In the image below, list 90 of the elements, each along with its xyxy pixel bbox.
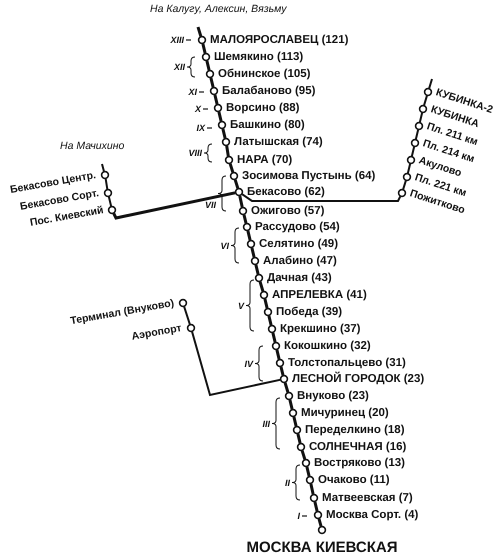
station-name: Латышская (74) (234, 136, 323, 148)
station-name: Рассудово (54) (255, 220, 340, 234)
station-name: Обнинское (105) (218, 68, 310, 80)
track-line (101, 164, 105, 172)
track-line (183, 306, 191, 324)
station-name: Башкино (80) (230, 118, 305, 132)
station-name: СОЛНЕЧНАЯ (16) (309, 440, 406, 454)
track-line (228, 163, 234, 173)
direction-label: На Калугу, Алексин, Вязьму (150, 3, 287, 15)
track-line (242, 193, 402, 202)
track-line (280, 366, 284, 376)
track-line (309, 484, 315, 494)
track-line (292, 416, 298, 426)
track-line (418, 112, 424, 122)
station-name: МОСКВА КИЕВСКАЯ (246, 539, 398, 556)
track-line (108, 196, 112, 206)
zone-numeral: XII (174, 62, 185, 72)
station-name: Переделкино (18) (305, 424, 405, 436)
zone-numeral: III (262, 418, 270, 428)
track-line (296, 434, 302, 444)
zone-numeral: VI (220, 240, 229, 250)
track-line (217, 112, 223, 122)
track-line (414, 130, 420, 140)
zone-numeral: VIII (188, 148, 202, 158)
zone-numeral: II (284, 478, 290, 488)
track-line (221, 128, 227, 138)
track-line (213, 94, 219, 104)
station-name: ЛЕСНОЙ ГОРОДОК (23) (292, 372, 424, 386)
track-line (318, 518, 322, 526)
station-name: Востряково (13) (314, 456, 406, 470)
station-name: Кокошкино (32) (284, 340, 371, 352)
track-line (258, 281, 264, 292)
track-line (205, 60, 211, 70)
zone-numeral: V (238, 300, 244, 310)
station-name: Балабаново (95) (222, 84, 316, 98)
track-line (209, 78, 215, 88)
station-name: Селятино (49) (259, 238, 338, 250)
station-name: Мичуринец (20) (301, 406, 389, 420)
track-line (275, 350, 281, 360)
zone-numeral: XI (188, 87, 197, 97)
zone-numeral: VII (204, 200, 216, 210)
track-line (428, 78, 433, 88)
track-line (191, 332, 280, 396)
zone-numeral: XIII (170, 35, 184, 45)
station-name: Алабино (47) (263, 254, 337, 268)
station-name: НАРА (70) (237, 154, 292, 166)
station-name: Победа (39) (276, 306, 342, 318)
station-name: Зосимова Пустынь (64) (242, 170, 376, 182)
track-line (423, 96, 428, 106)
track-line (300, 450, 306, 460)
station-name: Очаково (11) (318, 474, 390, 486)
zone-numeral: X (194, 104, 201, 114)
track-line (104, 178, 108, 190)
track-line (267, 316, 273, 326)
station-name: Бекасово (62) (247, 186, 325, 198)
station-name: МАЛОЯРОСЛАВЕЦ (121) (210, 34, 348, 46)
track-line (242, 214, 248, 224)
zone-numeral: IV (244, 358, 253, 368)
track-line (201, 44, 207, 54)
track-line (250, 248, 256, 258)
track-line (271, 332, 277, 342)
station-name: Внуково (23) (297, 390, 369, 402)
zone-numeral: I (297, 511, 300, 521)
station-name: Ворсино (88) (226, 102, 300, 114)
track-line (284, 382, 290, 393)
track-line (402, 180, 407, 190)
station-name: Матвеевская (7) (322, 492, 413, 504)
track-line (288, 400, 294, 410)
track-line (406, 164, 412, 174)
station-name: Толстопальцево (31) (288, 356, 406, 370)
zone-numeral: IX (196, 123, 205, 133)
station-name: Дачная (43) (267, 272, 332, 284)
station-name: Крекшино (37) (280, 322, 360, 336)
track-line (410, 146, 416, 156)
track-line (225, 146, 230, 156)
track-line (234, 179, 240, 189)
station-name: Аэропорт (131, 322, 184, 344)
track-line (254, 264, 260, 274)
station-name: Москва Сорт. (4) (326, 508, 418, 522)
track-line (112, 191, 236, 220)
track-line (305, 466, 311, 476)
station-name: Шемякино (113) (214, 50, 304, 64)
station-name: АПРЕЛЕВКА (41) (272, 288, 367, 302)
track-line (246, 230, 252, 240)
direction-label: На Мачихино (60, 140, 124, 152)
track-line (313, 502, 319, 512)
track-line (238, 196, 244, 208)
station-name: Ожигово (57) (251, 204, 324, 218)
track-line (263, 298, 269, 308)
track-line (196, 26, 202, 37)
